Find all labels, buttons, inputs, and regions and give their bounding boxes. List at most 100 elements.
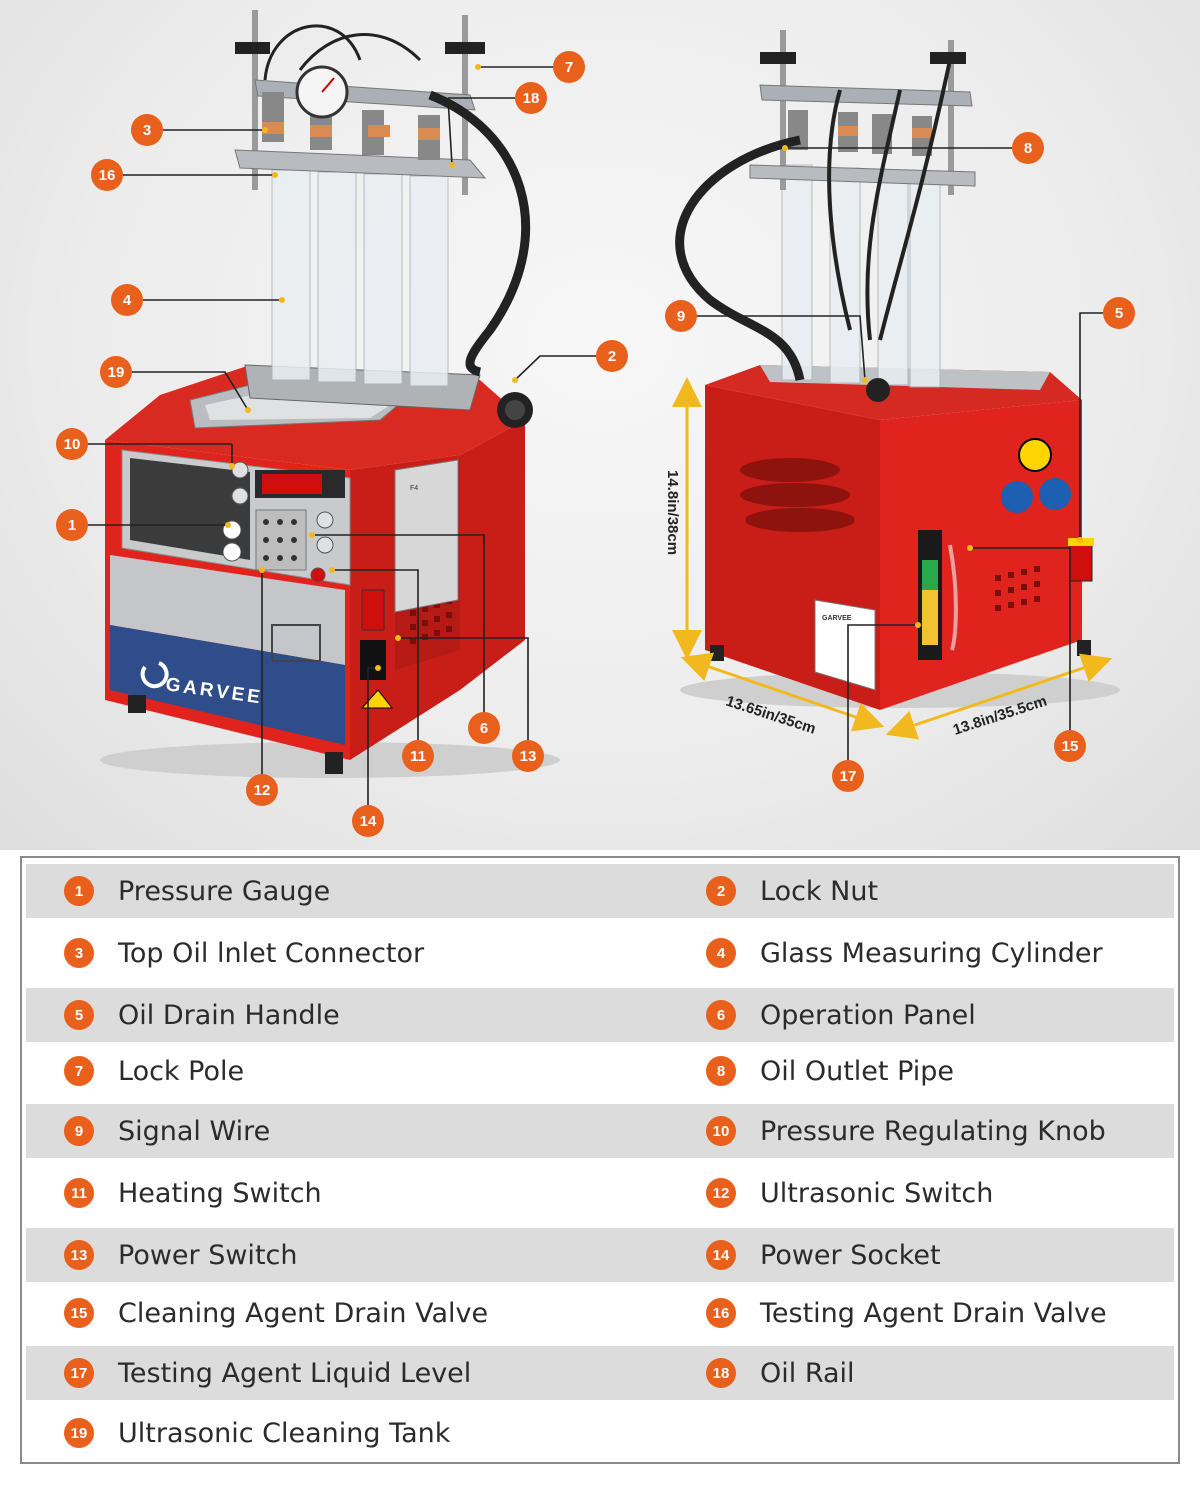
svg-text:5: 5 xyxy=(1115,305,1123,322)
legend-label: Oil Rail xyxy=(760,1357,855,1389)
dim-height: 14.8in/38cm xyxy=(664,470,681,555)
legend-label: Heating Switch xyxy=(118,1177,322,1209)
svg-text:7: 7 xyxy=(565,59,573,76)
legend-label: Operation Panel xyxy=(760,999,976,1031)
legend-item: 12 Ultrasonic Switch xyxy=(706,1166,993,1220)
legend-item: 7 Lock Pole xyxy=(64,1044,244,1098)
legend-item: 11 Heating Switch xyxy=(64,1166,322,1220)
legend-number-badge: 5 xyxy=(64,1000,94,1030)
legend-label: Lock Pole xyxy=(118,1055,245,1087)
callout-badge-17: 17 xyxy=(832,760,864,792)
legend-number-badge: 13 xyxy=(64,1240,94,1270)
legend-label: Lock Nut xyxy=(760,875,879,907)
front-cylinders xyxy=(271,169,449,387)
callout-badge-9: 9 xyxy=(665,300,697,332)
callout-badge-7: 7 xyxy=(553,51,585,83)
panel-buttons xyxy=(222,461,334,583)
legend-number-badge: 19 xyxy=(64,1418,94,1448)
svg-text:4: 4 xyxy=(123,292,132,309)
legend-number-badge: 8 xyxy=(706,1056,736,1086)
legend-number-badge: 7 xyxy=(64,1056,94,1086)
svg-text:3: 3 xyxy=(143,122,151,139)
legend-item: 16 Testing Agent Drain Valve xyxy=(706,1286,1107,1340)
leader-lines xyxy=(88,66,1103,805)
legend-number-badge: 9 xyxy=(64,1116,94,1146)
callout-badge-10: 10 xyxy=(56,428,88,460)
legend-item: 3 Top Oil lnlet Connector xyxy=(64,926,424,980)
svg-text:17: 17 xyxy=(840,768,857,785)
legend-row: 11 Heating Switch 12 Ultrasonic Switch xyxy=(26,1166,1174,1220)
svg-text:16: 16 xyxy=(99,167,116,184)
legend-label: Pressure Regulating Knob xyxy=(760,1115,1106,1147)
legend-row: 13 Power Switch 14 Power Socket xyxy=(26,1228,1174,1282)
legend-number-badge: 18 xyxy=(706,1358,736,1388)
callout-badge-2: 2 xyxy=(596,340,628,372)
svg-text:8: 8 xyxy=(1024,140,1032,157)
callout-badge-16: 16 xyxy=(91,159,123,191)
legend-item: 13 Power Switch xyxy=(64,1228,297,1282)
legend-number-badge: 12 xyxy=(706,1178,736,1208)
legend-item: 19 Ultrasonic Cleaning Tank xyxy=(64,1406,450,1460)
legend-number-badge: 17 xyxy=(64,1358,94,1388)
legend-label: Oil Drain Handle xyxy=(118,999,340,1031)
callout-badge-18: 18 xyxy=(515,82,547,114)
callout-badge-12: 12 xyxy=(246,774,278,806)
legend-number-badge: 11 xyxy=(64,1178,94,1208)
svg-text:11: 11 xyxy=(410,748,426,765)
legend-label: Power Socket xyxy=(760,1239,941,1271)
callout-badge-6: 6 xyxy=(468,712,500,744)
legend-item: 10 Pressure Regulating Knob xyxy=(706,1104,1106,1158)
legend-item: 9 Signal Wire xyxy=(64,1104,270,1158)
machine-drawing: GARVEE F4 xyxy=(56,10,1135,837)
svg-text:18: 18 xyxy=(523,90,540,107)
legend-number-badge: 14 xyxy=(706,1240,736,1270)
legend-label: Testing Agent Drain Valve xyxy=(760,1297,1107,1329)
legend-label: Glass Measuring Cylinder xyxy=(760,937,1103,969)
legend-row: 1 Pressure Gauge 2 Lock Nut xyxy=(26,864,1174,918)
legend-number-badge: 2 xyxy=(706,876,736,906)
back-machine: GARVEE xyxy=(675,30,1120,710)
callout-badge-4: 4 xyxy=(111,284,143,316)
svg-text:15: 15 xyxy=(1062,738,1079,755)
legend-label: Power Switch xyxy=(118,1239,298,1271)
legend-number-badge: 3 xyxy=(64,938,94,968)
legend-item: 2 Lock Nut xyxy=(706,864,878,918)
legend-number-badge: 1 xyxy=(64,876,94,906)
legend-label: Ultrasonic Switch xyxy=(760,1177,994,1209)
svg-text:10: 10 xyxy=(64,436,81,453)
legend-row: 19 Ultrasonic Cleaning Tank xyxy=(26,1406,1174,1460)
svg-text:12: 12 xyxy=(254,782,271,799)
legend-row: 9 Signal Wire 10 Pressure Regulating Knob xyxy=(26,1104,1174,1158)
legend-item: 1 Pressure Gauge xyxy=(64,864,330,918)
svg-text:14: 14 xyxy=(360,813,377,830)
legend-label: Cleaning Agent Drain Valve xyxy=(118,1297,489,1329)
legend-label: Signal Wire xyxy=(118,1115,271,1147)
legend-number-badge: 10 xyxy=(706,1116,736,1146)
legend-item: 18 Oil Rail xyxy=(706,1346,855,1400)
callout-badge-15: 15 xyxy=(1054,730,1086,762)
parts-legend: 1 Pressure Gauge 2 Lock Nut 3 Top Oil lnlet C… xyxy=(20,856,1180,1464)
legend-label: Ultrasonic Cleaning Tank xyxy=(118,1417,451,1449)
svg-text:2: 2 xyxy=(608,348,616,365)
leader-dots xyxy=(225,64,1083,671)
legend-label: Top Oil lnlet Connector xyxy=(118,937,425,969)
callout-badge-11: 11 xyxy=(402,740,434,772)
product-illustration: GARVEE F4 xyxy=(0,0,1200,850)
front-machine: GARVEE F4 xyxy=(100,10,560,778)
legend-item: 14 Power Socket xyxy=(706,1228,941,1282)
legend-number-badge: 16 xyxy=(706,1298,736,1328)
legend-label: Pressure Gauge xyxy=(118,875,331,907)
callout-badge-3: 3 xyxy=(131,114,163,146)
svg-text:19: 19 xyxy=(108,364,125,381)
callout-badge-19: 19 xyxy=(100,356,132,388)
